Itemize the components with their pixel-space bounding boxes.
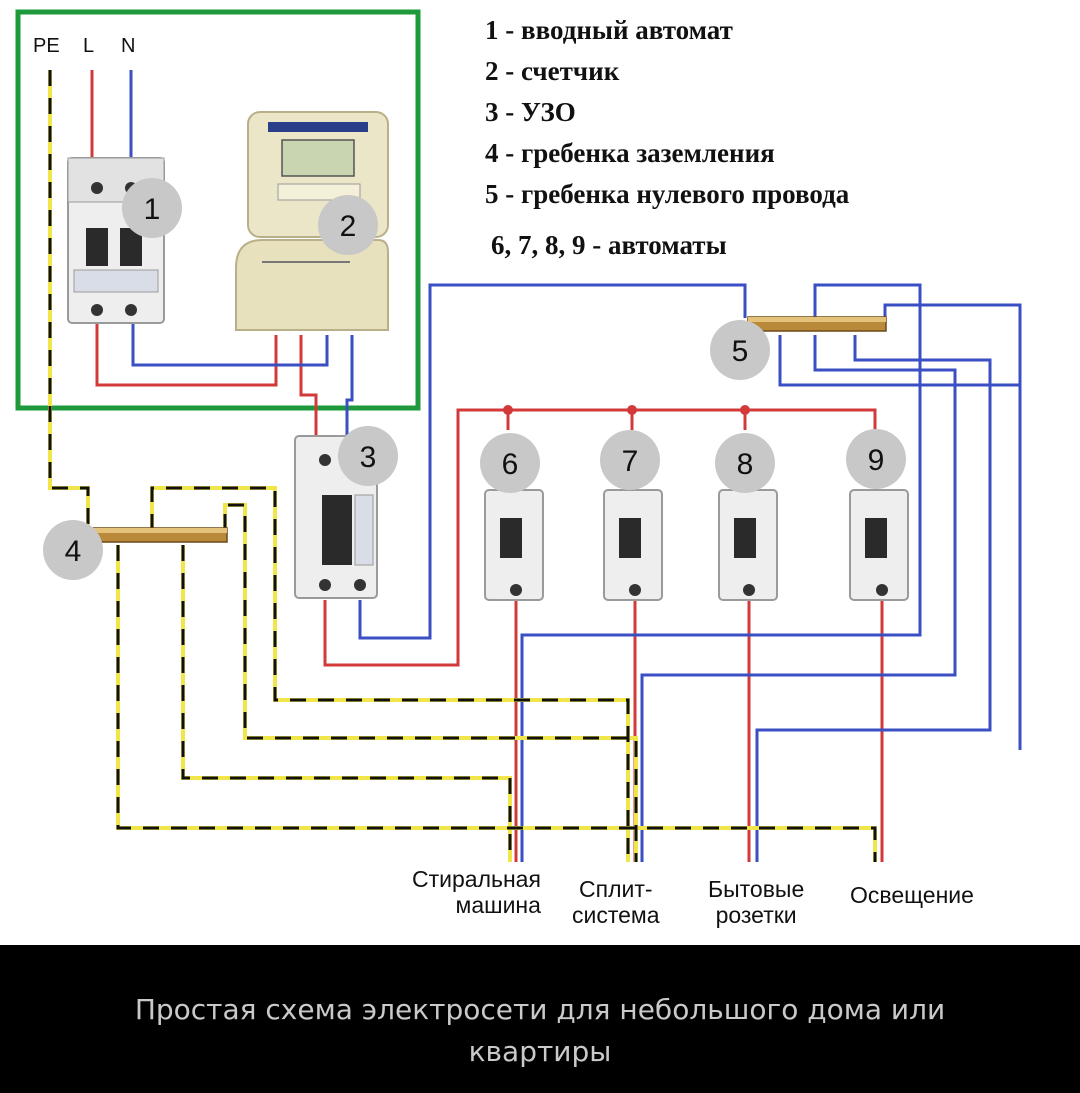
caption-line-2: квартиры (468, 1035, 612, 1068)
svg-text:9: 9 (868, 444, 885, 477)
caption-line-1: Простая схема электросети для небольшого… (134, 993, 946, 1026)
legend-item: 5 - гребенка нулевого провода (485, 179, 850, 209)
legend-item: 1 - вводный автомат (485, 15, 733, 45)
enclosure-box (15, 9, 421, 411)
svg-text:6: 6 (502, 448, 519, 481)
terminal-n: N (121, 35, 135, 57)
badge-8: 8 (715, 433, 775, 493)
legend-item: 2 - счетчик (485, 56, 620, 86)
svg-text:2: 2 (340, 210, 357, 243)
number-badges: 1 2 3 4 5 6 7 8 9 (43, 178, 906, 580)
image-caption: Простая схема электросети для небольшого… (0, 945, 1080, 1093)
badge-9: 9 (846, 429, 906, 489)
load-label-washing-machine: Стиральная машина (412, 866, 541, 918)
badge-7: 7 (600, 430, 660, 490)
badge-6: 6 (480, 433, 540, 493)
terminal-pe: PE (33, 35, 60, 57)
svg-text:8: 8 (737, 448, 754, 481)
badge-5: 5 (710, 320, 770, 380)
badge-4: 4 (43, 520, 103, 580)
wiring-svg: PE L N (15, 9, 1022, 862)
neutral-busbar (747, 316, 887, 332)
phase-nodes (503, 405, 750, 415)
badge-3: 3 (338, 426, 398, 486)
legend-item: 4 - гребенка заземления (485, 138, 775, 168)
legend-item: 3 - УЗО (485, 97, 576, 127)
branch-breakers (484, 489, 909, 601)
svg-text:5: 5 (732, 335, 749, 368)
badge-1: 1 (122, 178, 182, 238)
load-label-split-system: Сплит- система (572, 876, 660, 928)
load-label-sockets: Бытовые розетки (708, 876, 805, 928)
svg-text:1: 1 (144, 193, 161, 226)
svg-text:4: 4 (65, 535, 82, 568)
legend-item: 6, 7, 8, 9 - автоматы (491, 230, 727, 260)
wiring-diagram: PE L N (15, 9, 1022, 928)
svg-text:7: 7 (622, 445, 639, 478)
load-label-lighting: Освещение (850, 882, 974, 908)
terminal-l: L (83, 35, 94, 57)
ground-wires-dash (48, 70, 877, 862)
svg-text:3: 3 (360, 441, 377, 474)
legend: 1 - вводный автомат 2 - счетчик 3 - УЗО … (485, 10, 849, 266)
badge-2: 2 (318, 195, 378, 255)
ground-busbar (84, 527, 228, 543)
neutral-wires (129, 70, 1022, 862)
